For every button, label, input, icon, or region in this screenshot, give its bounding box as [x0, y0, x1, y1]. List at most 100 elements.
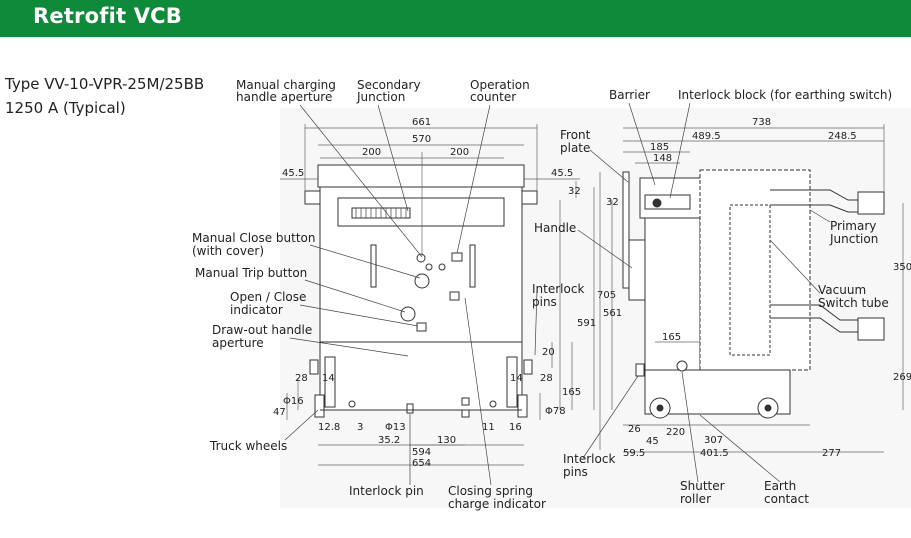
- dim-200-right: 200: [450, 147, 469, 158]
- label-front-plate-1: Front: [560, 128, 591, 142]
- dim-35-2: 35.2: [378, 435, 400, 446]
- label-shutter-2: roller: [680, 492, 711, 506]
- dim-148: 148: [653, 153, 672, 164]
- open-close-indicator: [416, 322, 427, 332]
- label-closing-spring-2: charge indicator: [448, 497, 546, 511]
- label-truck-wheels: Truck wheels: [209, 439, 287, 453]
- label-interlock-pin: Interlock pin: [349, 484, 424, 498]
- label-manual-close-1: Manual Close button: [192, 231, 316, 245]
- label-open-close-2: indicator: [230, 303, 283, 317]
- front-leaders: [284, 104, 538, 486]
- dim-738: 738: [752, 117, 771, 128]
- manual-charging-aperture: [416, 253, 426, 263]
- label-secondary-1: Secondary: [357, 78, 421, 92]
- dim-3: 3: [357, 422, 363, 433]
- interlock-block: [644, 194, 691, 210]
- label-interlock-pins-side-1: Interlock: [563, 452, 615, 466]
- dim-401-5: 401.5: [700, 448, 729, 459]
- shutter-roller: [676, 360, 688, 372]
- primary-arm-lower: [770, 304, 870, 321]
- truck-wheel-right: [517, 394, 528, 418]
- dim-185: 185: [650, 142, 669, 153]
- label-manual-close-2: (with cover): [192, 244, 264, 258]
- label-vacuum-1: Vacuum: [818, 283, 866, 297]
- dim-654: 654: [412, 458, 431, 469]
- dim-661: 661: [412, 117, 431, 128]
- dim-45-5-left: 45.5: [282, 168, 304, 179]
- label-operation-2: counter: [470, 90, 516, 104]
- truck-wheel-left: [314, 394, 325, 418]
- dim-47: 47: [273, 407, 286, 418]
- dim-489-5: 489.5: [692, 131, 721, 142]
- dim-32-top: 32: [568, 186, 581, 197]
- dim-165-side: 165: [662, 332, 681, 343]
- label-manual-trip: Manual Trip button: [195, 266, 307, 280]
- front-plate: [622, 171, 630, 289]
- side-leaders: [577, 102, 831, 483]
- label-shutter-1: Shutter: [680, 479, 725, 493]
- label-operation-1: Operation: [470, 78, 530, 92]
- side-interlock-pin: [635, 363, 645, 377]
- dim-200-left: 200: [362, 147, 381, 158]
- label-front-plate-2: plate: [560, 141, 590, 155]
- vacuum-tube: [729, 204, 771, 356]
- dim-phi16: Φ16: [283, 396, 304, 407]
- truck-left-post: [324, 356, 336, 408]
- dim-26: 26: [628, 424, 641, 435]
- dim-16: 16: [509, 422, 522, 433]
- front-slot-left: [370, 244, 377, 288]
- dim-594: 594: [412, 447, 431, 458]
- label-primary-2: Junction: [829, 232, 878, 246]
- front-ear-right: [521, 190, 538, 205]
- interlock-dot: [652, 198, 662, 208]
- side-dim-text: 738 489.5 248.5 185 148 32 561 350 269 1…: [603, 117, 911, 459]
- dim-11: 11: [482, 422, 495, 433]
- label-drawout-2: aperture: [212, 336, 264, 350]
- operation-counter: [451, 252, 463, 262]
- dim-45: 45: [646, 436, 659, 447]
- label-earth-2: contact: [764, 492, 809, 506]
- label-open-close-1: Open / Close: [230, 290, 306, 304]
- dim-277: 277: [822, 448, 841, 459]
- front-labels: Manual charging handle aperture Secondar…: [192, 78, 584, 511]
- side-handle: [628, 239, 648, 301]
- dim-570: 570: [412, 134, 431, 145]
- side-dim-lines: [599, 124, 904, 453]
- label-manual-charging-1: Manual charging: [236, 78, 336, 92]
- small-hole-2: [438, 263, 446, 271]
- vacuum-housing: [699, 169, 811, 371]
- primary-contact-upper: [857, 191, 885, 215]
- dim-phi13: Φ13: [385, 422, 406, 433]
- connector-pins: [355, 208, 407, 218]
- front-view: [304, 164, 538, 418]
- closing-spring-indicator-2: [461, 409, 470, 418]
- model-rating: 1250 A (Typical): [5, 99, 126, 117]
- front-dim-text: 661 570 200 200 45.5 45.5 32 591 705 20 …: [273, 117, 616, 469]
- manual-close-button: [414, 273, 430, 289]
- dim-705: 705: [597, 290, 616, 301]
- dim-269: 269: [893, 372, 911, 383]
- dim-561: 561: [603, 308, 622, 319]
- label-secondary-2: Junction: [356, 90, 405, 104]
- label-interlock-pins-mid-2: pins: [532, 295, 557, 309]
- label-vacuum-2: Switch tube: [818, 296, 889, 310]
- dim-59-5: 59.5: [623, 448, 645, 459]
- dim-12-8: 12.8: [318, 422, 340, 433]
- label-closing-spring-1: Closing spring: [448, 484, 533, 498]
- label-interlock-pins-mid-1: Interlock: [532, 282, 584, 296]
- front-dim-lines: [280, 124, 595, 466]
- bolt-2: [489, 400, 497, 408]
- dim-14-right: 14: [510, 373, 523, 384]
- dim-phi78: Φ78: [545, 406, 566, 417]
- front-top-cover: [317, 164, 525, 188]
- page-title: Retrofit VCB: [33, 4, 182, 28]
- dim-591: 591: [577, 318, 596, 329]
- label-primary-1: Primary: [830, 219, 876, 233]
- dim-350: 350: [893, 262, 911, 273]
- label-earth-1: Earth: [764, 479, 796, 493]
- model-type: Type VV-10-VPR-25M/25BB: [5, 75, 205, 93]
- primary-arm-lower-2: [770, 317, 870, 333]
- side-view: [622, 169, 885, 419]
- dim-220: 220: [666, 427, 685, 438]
